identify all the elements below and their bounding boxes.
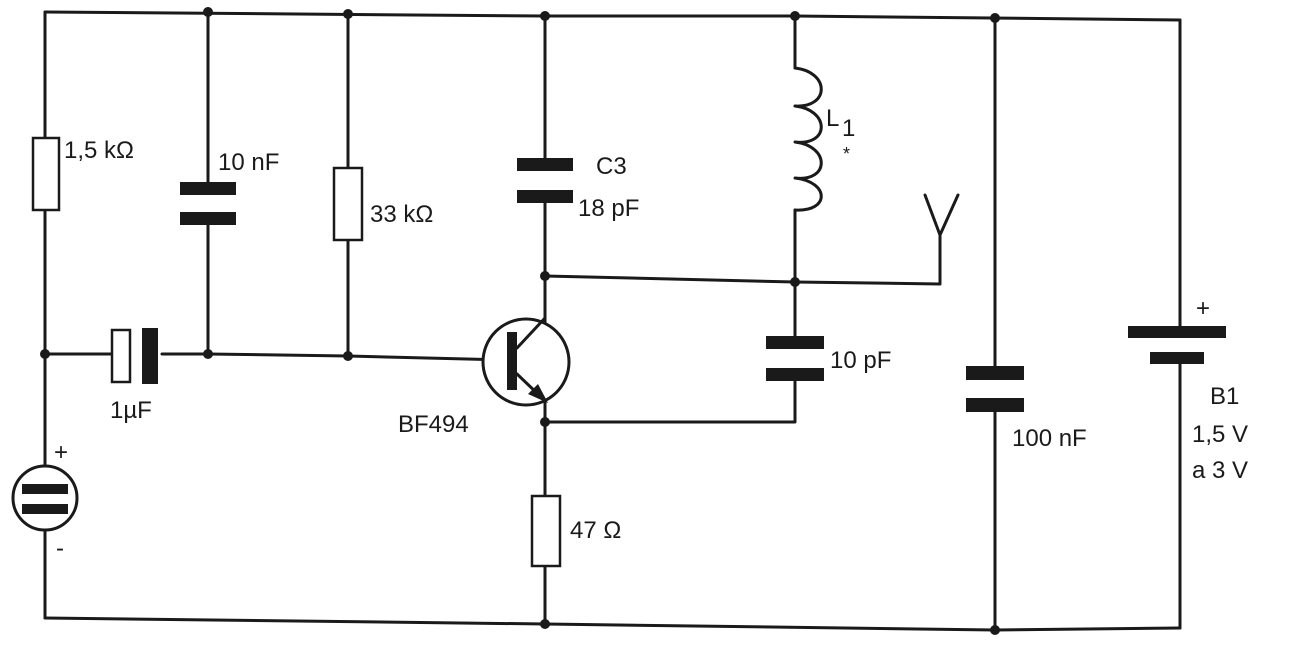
junction-dot	[203, 7, 213, 17]
transistor-bf494	[481, 274, 571, 407]
battery-v1-label: 1,5 V	[1192, 421, 1248, 448]
coupling-cap-label: 1µF	[110, 397, 152, 424]
junction-dot	[540, 11, 550, 21]
r1-label: 1,5 kΩ	[64, 137, 134, 164]
collector-node-wire	[543, 233, 942, 286]
l1-name-label: L	[826, 105, 839, 132]
battery-name-label: B1	[1210, 383, 1239, 410]
junction-dot	[540, 417, 550, 427]
mic-plus-label: +	[54, 439, 68, 466]
junction-dot	[790, 11, 800, 21]
junction-dot	[203, 349, 213, 359]
capacitor-c3	[517, 158, 573, 203]
mic-minus-label: -	[56, 535, 64, 562]
junction-dot	[540, 619, 550, 629]
junction-dot	[990, 625, 1000, 635]
resistor-r1	[31, 136, 61, 212]
wires	[43, 10, 1182, 632]
junction-dot	[40, 349, 50, 359]
resistor-re	[530, 494, 562, 568]
junction-dot	[343, 351, 353, 361]
capacitor-c1	[180, 182, 236, 225]
c3-value-label: 18 pF	[578, 195, 639, 222]
c1-label: 10 nF	[218, 149, 279, 176]
base-input-wire	[43, 352, 509, 362]
capacitor-bypass	[966, 366, 1024, 412]
antenna-icon	[923, 193, 960, 237]
l1-sub-label: 1	[842, 115, 855, 142]
capacitor-feedback	[766, 336, 824, 381]
battery-v2-label: a 3 V	[1192, 457, 1248, 484]
junction-dot	[790, 277, 800, 287]
l1-mark-label: *	[843, 144, 850, 164]
junction-dot	[343, 9, 353, 19]
battery-plus-label: +	[1196, 295, 1210, 322]
junction-dot	[990, 13, 1000, 23]
feedback-cap-label: 10 pF	[830, 347, 891, 374]
resistor-r2	[332, 166, 364, 242]
top-rail-wire	[43, 10, 1182, 22]
bottom-rail-wire	[43, 616, 1182, 632]
capacitor-coupling	[110, 328, 158, 384]
microphone-icon	[11, 464, 79, 532]
bypass-cap-label: 100 nF	[1012, 425, 1087, 452]
r2-label: 33 kΩ	[370, 201, 433, 228]
re-label: 47 Ω	[570, 517, 621, 544]
battery-b1	[1128, 326, 1226, 364]
transistor-label: BF494	[398, 411, 469, 438]
c3-name-label: C3	[596, 153, 627, 180]
junction-dots	[40, 7, 1000, 635]
inductor-l1	[793, 66, 823, 212]
coil-vertical-wire	[543, 14, 797, 424]
